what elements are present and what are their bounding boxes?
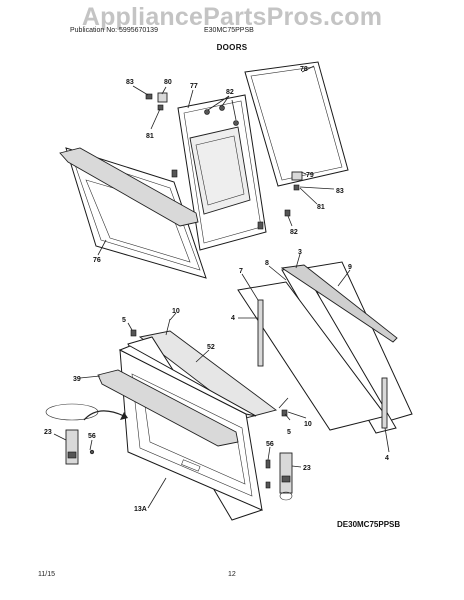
callout-23: 23 [44, 429, 52, 436]
diagram-code: DE30MC75PPSB [337, 520, 401, 529]
callout-8: 8 [265, 260, 269, 267]
callout-80: 80 [164, 79, 172, 86]
callout-labels: 83 80 77 82 78 81 79 83 81 82 76 3 8 9 7… [44, 66, 389, 513]
screws-82-upper [204, 105, 239, 126]
callout-10: 10 [172, 308, 180, 315]
callout-83-right: 83 [336, 188, 344, 195]
callout-23-right: 23 [303, 465, 311, 472]
lower-door-outer-13a [97, 336, 263, 521]
callout-3: 3 [298, 249, 302, 256]
callout-10-right: 10 [304, 421, 312, 428]
callout-52: 52 [207, 344, 215, 351]
hinge-23-right [279, 452, 293, 501]
footer-date: 11/15 [38, 571, 55, 578]
callout-56-right: 56 [266, 441, 274, 448]
callout-82: 82 [226, 89, 234, 96]
publication-number: Publication No: 5995670139 [70, 27, 158, 34]
callout-5: 5 [122, 317, 126, 324]
callout-82-right: 82 [290, 229, 298, 236]
callout-9: 9 [348, 264, 352, 271]
hinge-hardware-left-upper [145, 92, 168, 111]
leader-lines-lower [53, 253, 390, 509]
callout-13a: 13A [134, 506, 147, 513]
callout-77: 77 [190, 83, 198, 90]
detail-arrow [83, 410, 125, 421]
section-title: DOORS [216, 43, 248, 52]
watermark: AppliancePartsPros.com [81, 3, 383, 31]
hinge-23-left [45, 403, 99, 465]
detail-arrow-head [120, 412, 128, 420]
callout-5-right: 5 [287, 429, 291, 436]
model-number: E30MC75PPSB [204, 27, 254, 34]
upper-door-liner-77 [171, 94, 267, 251]
callout-56: 56 [88, 433, 96, 440]
callout-79: 79 [306, 172, 314, 179]
callout-7: 7 [239, 268, 243, 275]
callout-78: 78 [300, 66, 308, 73]
upper-door-outer-76 [59, 147, 207, 279]
footer-page-number: 12 [228, 571, 236, 578]
leader-lines-upper [97, 65, 335, 256]
callout-4: 4 [231, 315, 235, 322]
callout-83: 83 [126, 79, 134, 86]
callout-39: 39 [73, 376, 81, 383]
lower-hardware [130, 318, 289, 489]
callout-81: 81 [146, 133, 154, 140]
glass-spacers-4 [257, 299, 388, 429]
callout-4-right: 4 [385, 455, 389, 462]
callout-76: 76 [93, 257, 101, 264]
hinge-hardware-right-upper [284, 171, 303, 217]
callout-81-right: 81 [317, 204, 325, 211]
upper-door-glass-78 [244, 61, 349, 187]
